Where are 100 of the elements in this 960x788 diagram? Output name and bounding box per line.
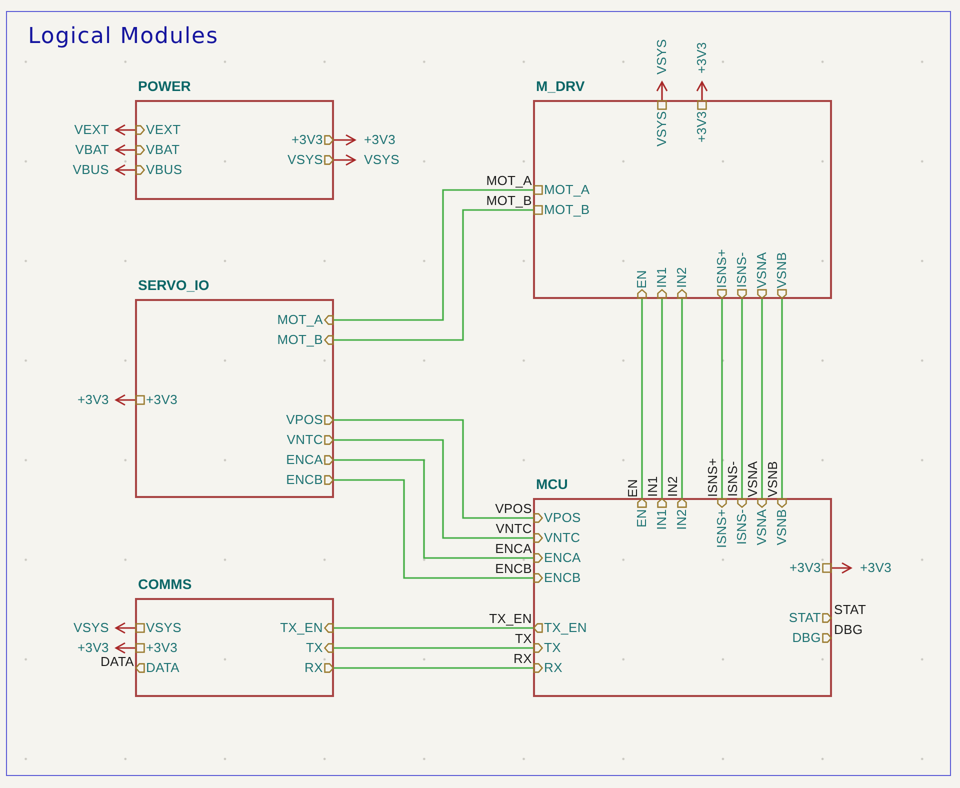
sheet-name: COMMS xyxy=(138,576,192,592)
net-label: MOT_A xyxy=(486,174,532,188)
pin-name: ENCA xyxy=(286,452,323,468)
power-net-label: +3V3 xyxy=(851,561,892,575)
pin-name: MOT_A xyxy=(544,182,590,198)
power-net-label: VBUS xyxy=(72,163,116,177)
pin-name: VSYS xyxy=(288,152,323,168)
pin-name: IN2 xyxy=(675,509,689,530)
power-net-label: VBAT xyxy=(75,143,116,157)
pin-name: VSNA xyxy=(755,252,769,288)
net-label: ENCB xyxy=(495,562,532,576)
pin-name: VPOS xyxy=(544,510,581,526)
diagram-title: Logical Modules xyxy=(28,24,219,50)
pin-name: MOT_A xyxy=(277,312,323,328)
wire xyxy=(641,299,643,498)
wire xyxy=(334,439,533,539)
pin-name: ISNS- xyxy=(735,509,749,545)
pin-name: IN1 xyxy=(655,509,669,530)
power-net-label: +3V3 xyxy=(355,133,396,147)
arrow xyxy=(832,562,852,574)
pin-name: DATA xyxy=(146,660,180,676)
wire xyxy=(681,299,683,498)
wire xyxy=(334,209,533,341)
wire xyxy=(334,627,533,629)
pin-name: ISNS+ xyxy=(715,509,729,548)
wire xyxy=(661,299,663,498)
arrow xyxy=(115,164,135,176)
wire xyxy=(334,459,533,559)
net-label: TX_EN xyxy=(489,612,532,626)
pin-name: VBUS xyxy=(146,162,182,178)
pin-name: VSYS xyxy=(655,111,669,146)
sheet-name: POWER xyxy=(138,78,191,94)
net-label: DATA xyxy=(100,655,134,669)
pin-name: VBAT xyxy=(146,142,180,158)
arrow xyxy=(115,144,135,156)
net-label: ENCA xyxy=(495,542,532,556)
pin-name: ENCB xyxy=(544,570,581,586)
arrow xyxy=(334,134,356,146)
sheet-name: M_DRV xyxy=(536,78,585,94)
net-label: TX xyxy=(514,632,532,646)
pin-name: EN xyxy=(635,509,649,528)
pin-name: VSNB xyxy=(775,252,789,288)
pin-name: IN1 xyxy=(655,267,669,288)
power-net-label: VSYS xyxy=(655,38,669,82)
pin-name: TX_EN xyxy=(544,620,587,636)
pin-name: +3V3 xyxy=(789,560,821,576)
net-label: IN2 xyxy=(666,476,680,497)
wire xyxy=(334,667,533,669)
pin-name: VNTC xyxy=(544,530,580,546)
net-label: DBG xyxy=(834,623,863,637)
wire xyxy=(334,419,533,519)
pin-name: +3V3 xyxy=(146,640,178,656)
pin-name: TX xyxy=(306,640,323,656)
net-label: VSNB xyxy=(766,460,780,497)
net-label: VPOS xyxy=(495,502,532,516)
power-net-label: VEXT xyxy=(74,123,116,137)
net-label: ISNS+ xyxy=(706,458,720,497)
net-label: VSNA xyxy=(746,460,760,497)
wire xyxy=(721,299,723,498)
pin-name: VSNB xyxy=(775,509,789,546)
wire xyxy=(781,299,783,498)
power-net-label: +3V3 xyxy=(695,42,709,82)
arrow xyxy=(334,154,356,166)
pin-name: ENCB xyxy=(286,472,323,488)
pin-name: ENCA xyxy=(544,550,581,566)
net-label: RX xyxy=(514,652,532,666)
arrow xyxy=(115,642,135,654)
pin-name: RX xyxy=(304,660,323,676)
arrow xyxy=(696,81,708,100)
sheet-name: SERVO_IO xyxy=(138,277,210,293)
power-net-label: VSYS xyxy=(355,153,400,167)
pin-name: DBG xyxy=(792,630,821,646)
net-label: MOT_B xyxy=(486,194,532,208)
net-label: VNTC xyxy=(496,522,532,536)
pin-name: IN2 xyxy=(675,267,689,288)
pin-name: VEXT xyxy=(146,122,181,138)
pin-name: ISNS+ xyxy=(715,249,729,288)
arrow xyxy=(115,124,135,136)
pin-name: +3V3 xyxy=(695,111,709,143)
wire xyxy=(761,299,763,498)
power-net-label: +3V3 xyxy=(77,393,116,407)
pin-name: RX xyxy=(544,660,562,676)
pin-name: VPOS xyxy=(286,412,323,428)
pin-name: +3V3 xyxy=(146,392,178,408)
pin-name: MOT_B xyxy=(544,202,590,218)
arrow xyxy=(115,394,135,406)
pin-name: EN xyxy=(635,270,649,288)
wire xyxy=(741,299,743,498)
pin-name: ISNS- xyxy=(735,252,749,288)
net-label: ISNS- xyxy=(726,461,740,497)
pin-name: VSYS xyxy=(146,620,182,636)
power-net-label: VSYS xyxy=(74,621,116,635)
net-label: STAT xyxy=(834,603,866,617)
pin-name: MOT_B xyxy=(277,332,323,348)
sheet-name: MCU xyxy=(536,476,568,492)
arrow xyxy=(115,622,135,634)
wire xyxy=(334,647,533,649)
pin-name: +3V3 xyxy=(291,132,323,148)
pin-name: STAT xyxy=(788,610,821,626)
pin-name: TX xyxy=(544,640,562,656)
